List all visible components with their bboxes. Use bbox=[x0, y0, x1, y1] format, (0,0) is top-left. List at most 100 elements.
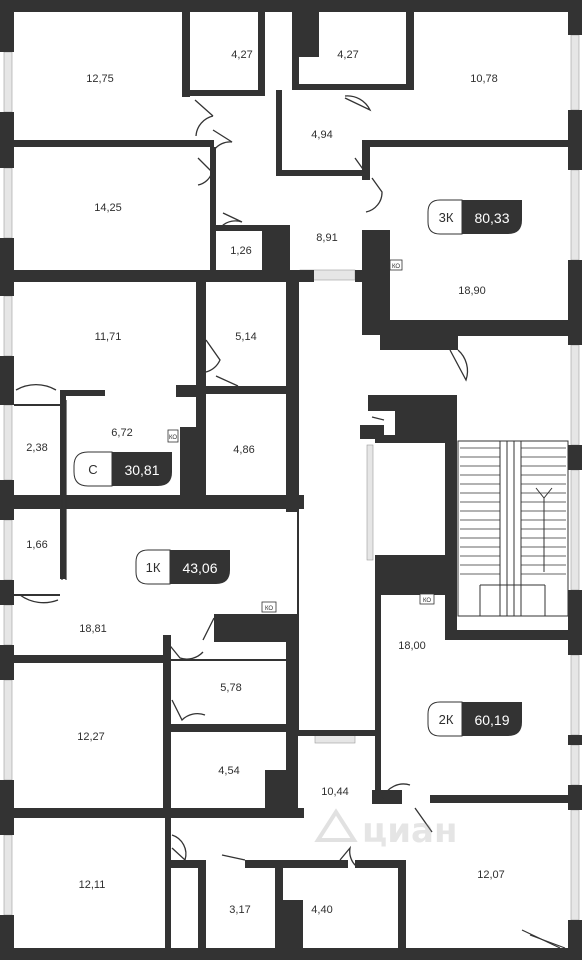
room-area-label: 10,44 bbox=[321, 786, 349, 798]
room-area-label: 12,11 bbox=[79, 879, 106, 891]
wall bbox=[362, 140, 572, 147]
wall bbox=[258, 12, 265, 96]
window bbox=[570, 744, 580, 786]
apartment-badge-1k: 1К 43,06 bbox=[135, 549, 230, 585]
room-area-label: 3,17 bbox=[229, 904, 250, 916]
door bbox=[382, 783, 411, 799]
door bbox=[194, 99, 214, 137]
ko-markers: КО КО КО КО bbox=[167, 259, 435, 613]
window bbox=[314, 734, 356, 744]
wall bbox=[455, 630, 575, 640]
wall bbox=[568, 445, 582, 470]
wall bbox=[276, 170, 366, 176]
wall bbox=[210, 147, 216, 277]
wall bbox=[262, 225, 290, 277]
wall bbox=[398, 860, 406, 960]
room-areas: 12,75 4,27 4,27 10,78 4,94 14,25 1,26 8,… bbox=[26, 49, 504, 916]
wall bbox=[60, 390, 105, 396]
room-area-label: 8,91 bbox=[316, 232, 337, 244]
wall bbox=[0, 780, 14, 835]
door bbox=[166, 641, 204, 660]
apartment-badge-3k: 3К 80,33 bbox=[427, 199, 522, 235]
room-area-label: 4,54 bbox=[218, 765, 239, 777]
door bbox=[365, 177, 383, 213]
wall bbox=[265, 770, 286, 810]
wall bbox=[406, 12, 414, 90]
wall bbox=[206, 386, 286, 394]
door bbox=[205, 339, 221, 373]
window bbox=[570, 344, 580, 446]
wall bbox=[0, 915, 14, 960]
window bbox=[3, 679, 13, 781]
ko-label: КО bbox=[169, 435, 177, 441]
door bbox=[339, 845, 357, 867]
wall bbox=[60, 390, 66, 500]
wall bbox=[165, 818, 171, 960]
wall bbox=[292, 84, 412, 90]
room-area-label: 2,38 bbox=[26, 442, 47, 454]
room-area-label: 6,72 bbox=[111, 427, 132, 439]
room-area-label: 10,78 bbox=[470, 73, 498, 85]
wall bbox=[276, 90, 282, 175]
apartment-total-area: 43,06 bbox=[182, 560, 217, 576]
window bbox=[570, 169, 580, 261]
wall bbox=[0, 645, 14, 680]
apartment-type: 2К bbox=[439, 712, 454, 727]
room-area-label: 1,26 bbox=[230, 245, 251, 257]
wall bbox=[182, 90, 262, 96]
wall bbox=[355, 860, 405, 868]
apartment-type: 3К bbox=[439, 210, 454, 225]
apartment-total-area: 80,33 bbox=[474, 210, 509, 226]
wall bbox=[362, 230, 390, 335]
apartment-type: С bbox=[88, 462, 97, 477]
apartment-type: 1К bbox=[146, 560, 161, 575]
wall bbox=[0, 480, 14, 520]
room-area-label: 18,00 bbox=[398, 640, 426, 652]
wall bbox=[171, 724, 286, 732]
window bbox=[570, 809, 580, 921]
wall bbox=[380, 330, 458, 350]
doors bbox=[15, 95, 469, 867]
wall bbox=[0, 0, 14, 52]
room-area-label: 4,94 bbox=[311, 129, 332, 141]
room-area-label: 11,71 bbox=[95, 331, 122, 343]
wall bbox=[568, 0, 582, 35]
apartment-total-area: 30,81 bbox=[124, 462, 159, 478]
window bbox=[570, 654, 580, 736]
room-area-label: 5,78 bbox=[220, 682, 241, 694]
door bbox=[221, 854, 246, 861]
door bbox=[344, 95, 372, 112]
wall bbox=[176, 385, 196, 397]
room-area-label: 4,40 bbox=[311, 904, 332, 916]
wall bbox=[568, 920, 582, 960]
wall bbox=[14, 270, 314, 282]
window bbox=[366, 444, 374, 561]
wall bbox=[275, 860, 283, 960]
wall bbox=[216, 225, 266, 231]
room-area-label: 12,75 bbox=[86, 73, 114, 85]
window bbox=[3, 295, 13, 357]
wall bbox=[182, 12, 190, 97]
window bbox=[3, 834, 13, 916]
wall bbox=[375, 435, 445, 443]
stair-arrow bbox=[535, 487, 553, 572]
room-area-label: 12,07 bbox=[477, 869, 505, 881]
wall bbox=[292, 12, 299, 84]
wall bbox=[163, 635, 171, 815]
wall bbox=[171, 860, 206, 868]
room-area-label: 18,90 bbox=[458, 285, 486, 297]
wall bbox=[0, 238, 14, 296]
wall bbox=[375, 590, 381, 800]
apartment-total-area: 60,19 bbox=[474, 712, 509, 728]
wall bbox=[60, 509, 66, 579]
room-area-label: 4,86 bbox=[233, 444, 254, 456]
room-area-label: 14,25 bbox=[94, 202, 122, 214]
wall bbox=[372, 790, 402, 804]
wall bbox=[214, 614, 298, 642]
watermark: циан bbox=[314, 808, 457, 851]
room-area-label: 12,27 bbox=[77, 731, 105, 743]
cian-logo-icon bbox=[314, 808, 358, 842]
wall bbox=[568, 590, 582, 655]
